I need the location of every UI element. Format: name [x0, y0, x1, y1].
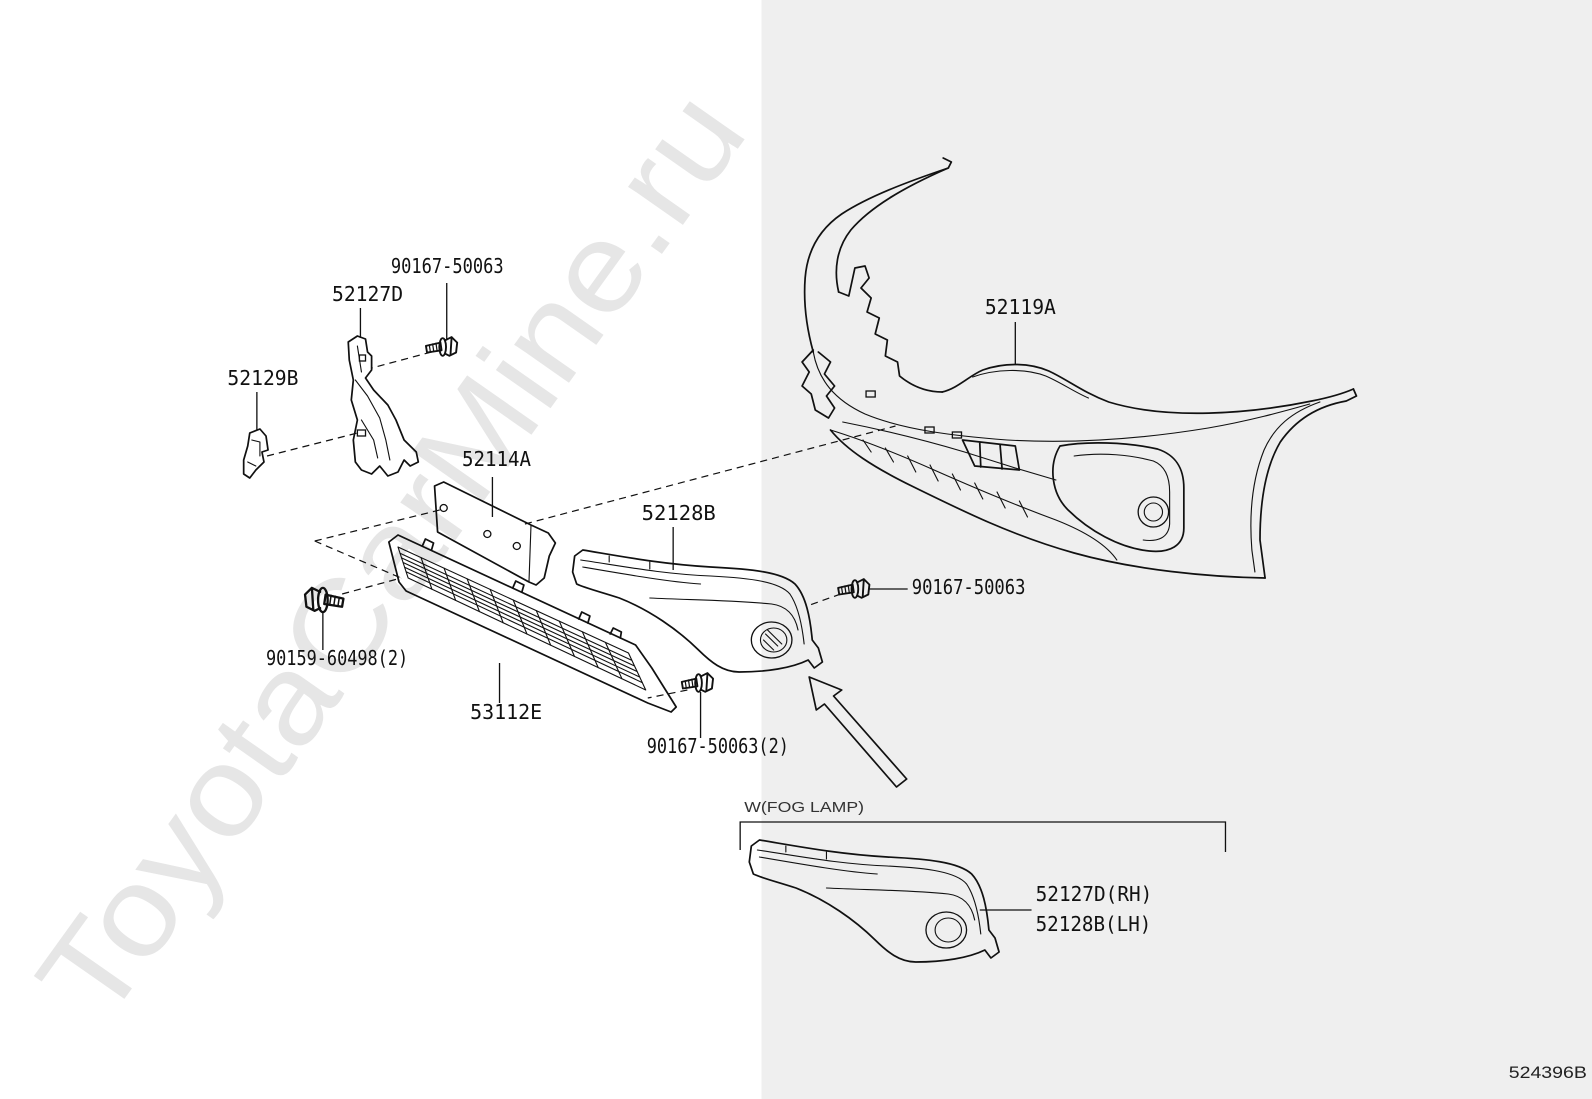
fog-cover-strip-lines — [582, 555, 799, 631]
bumper-grille-slats — [862, 439, 1029, 518]
bumper-fog-lamp-hole — [1137, 496, 1170, 528]
assembly-line-bolt-to-grille-tail — [647, 689, 688, 699]
bolt-thread — [428, 342, 438, 353]
grille-dividers — [420, 557, 623, 680]
bumper-mount-hole — [865, 390, 876, 398]
inset-title: W(FOG LAMP) — [744, 799, 864, 816]
bumper-top-outer-edge — [803, 157, 953, 353]
diagram-code: 524396B — [1509, 1062, 1587, 1082]
bolt-thread — [840, 584, 850, 595]
callout-inset-lh[interactable]: 52128B(LH) — [1036, 912, 1152, 936]
bumper-lower-lip — [829, 429, 1118, 561]
bumper-left-brackets — [801, 349, 836, 419]
bolt-90167-50063-right — [837, 578, 871, 599]
bolt-thread — [684, 678, 694, 689]
bumper-mount-hole — [924, 426, 935, 434]
grille-clips — [421, 538, 623, 639]
bumper-mount-hole — [951, 431, 963, 439]
inset-fog-cover-strip-lines — [758, 845, 976, 921]
assembly-line-plate-left — [314, 508, 444, 542]
assembly-line-plate-to-bumper — [524, 425, 896, 525]
bolt-head — [303, 586, 322, 612]
background-right-panel — [761, 0, 1592, 1099]
callout-fog-cover[interactable]: 52128B — [642, 501, 716, 525]
fog-cover-lamp-hole-inner — [759, 627, 788, 653]
inset-fog-cover-outline — [748, 839, 1000, 963]
bracket-52127D — [347, 335, 420, 477]
bolt-thread — [328, 594, 341, 607]
bolt-head — [443, 336, 459, 357]
bracket-hole — [356, 429, 367, 437]
line-art — [242, 157, 1358, 963]
clip-52129B — [242, 428, 269, 479]
view-arrow — [808, 676, 908, 788]
clip-outline — [242, 428, 269, 479]
bolt-90167-50063-top — [424, 336, 459, 357]
callout-labels: 90167-50063 52127D 52129B 52114A 52128B … — [227, 254, 1586, 1082]
inset-fog-cover — [748, 839, 1000, 963]
assembly-line-bolt-to-bracket — [371, 351, 432, 369]
bolt-90167-50063-bottom — [680, 672, 714, 693]
bumper-right-inner-edge — [1250, 401, 1321, 573]
inset-fog-cover-strip-inner — [756, 849, 982, 935]
fog-cover-52128B — [571, 549, 824, 673]
callout-inset-rh[interactable]: 52127D(RH) — [1036, 882, 1153, 906]
bolt-head — [699, 672, 714, 693]
fog-cover-lamp-hole — [750, 621, 793, 659]
assembly-line-clip-to-bracket — [266, 432, 358, 457]
clip-detail — [247, 439, 261, 467]
bumper-bottom-edge — [829, 429, 1266, 579]
grille-53112E — [387, 534, 678, 713]
callout-bolt-top[interactable]: 90167-50063 — [391, 254, 504, 278]
callout-bolt-right[interactable]: 90167-50063 — [912, 575, 1026, 599]
plate-hole — [483, 529, 492, 539]
fog-cover-strip-inner — [580, 559, 805, 645]
callout-bumper[interactable]: 52119A — [985, 295, 1056, 319]
plate-hole — [512, 541, 522, 551]
plate-hole — [439, 503, 448, 513]
bumper-grille-top — [842, 421, 1057, 481]
inset-fog-lamp-hole-inner — [934, 917, 963, 943]
fog-cover-outline — [571, 549, 824, 673]
plate-outline — [433, 481, 557, 586]
plate-flange-line — [528, 524, 532, 583]
bumper-notched-spine — [837, 265, 944, 393]
bolt-flange — [694, 673, 703, 693]
assembly-line-bolt-to-grille — [341, 577, 402, 595]
fog-cover-lamp-hatch — [762, 629, 783, 651]
bumper-hood-line — [941, 363, 1355, 415]
bumper-fog-inner — [1073, 453, 1171, 542]
bumper-top-inner-edge — [835, 167, 950, 293]
bolt-flange — [850, 579, 860, 599]
bumper-center-ridge — [972, 369, 1089, 399]
callout-bolt-bottom[interactable]: 90167-50063(2) — [647, 734, 789, 758]
callout-bolt-left[interactable]: 90159-60498(2) — [266, 646, 408, 670]
assembly-line-bolt-to-fog-cover — [806, 593, 841, 607]
plate-52114A — [433, 481, 557, 586]
bolt-head — [856, 578, 871, 599]
callout-grille[interactable]: 53112E — [470, 700, 542, 724]
bracket-outline — [347, 335, 420, 477]
bumper-right-end — [1259, 388, 1358, 579]
callout-clip[interactable]: 52129B — [227, 366, 298, 390]
bumper-front-crease — [812, 351, 1311, 442]
bumper-52119A — [801, 157, 1358, 579]
grille-outline — [387, 534, 678, 713]
bumper-fog-recess — [1052, 442, 1185, 553]
inset-bracket — [739, 821, 1227, 852]
inset-fog-lamp-hole — [925, 911, 968, 949]
assembly-line-grille-left — [314, 540, 402, 579]
bumper-fog-lamp-hole-inner — [1143, 502, 1164, 522]
callout-plate[interactable]: 52114A — [462, 447, 531, 471]
bolt-flange — [438, 337, 447, 357]
bracket-hole — [358, 354, 367, 362]
background-left — [0, 0, 762, 1099]
callout-bracket[interactable]: 52127D — [332, 282, 403, 306]
bumper-center-recess — [961, 439, 1021, 471]
